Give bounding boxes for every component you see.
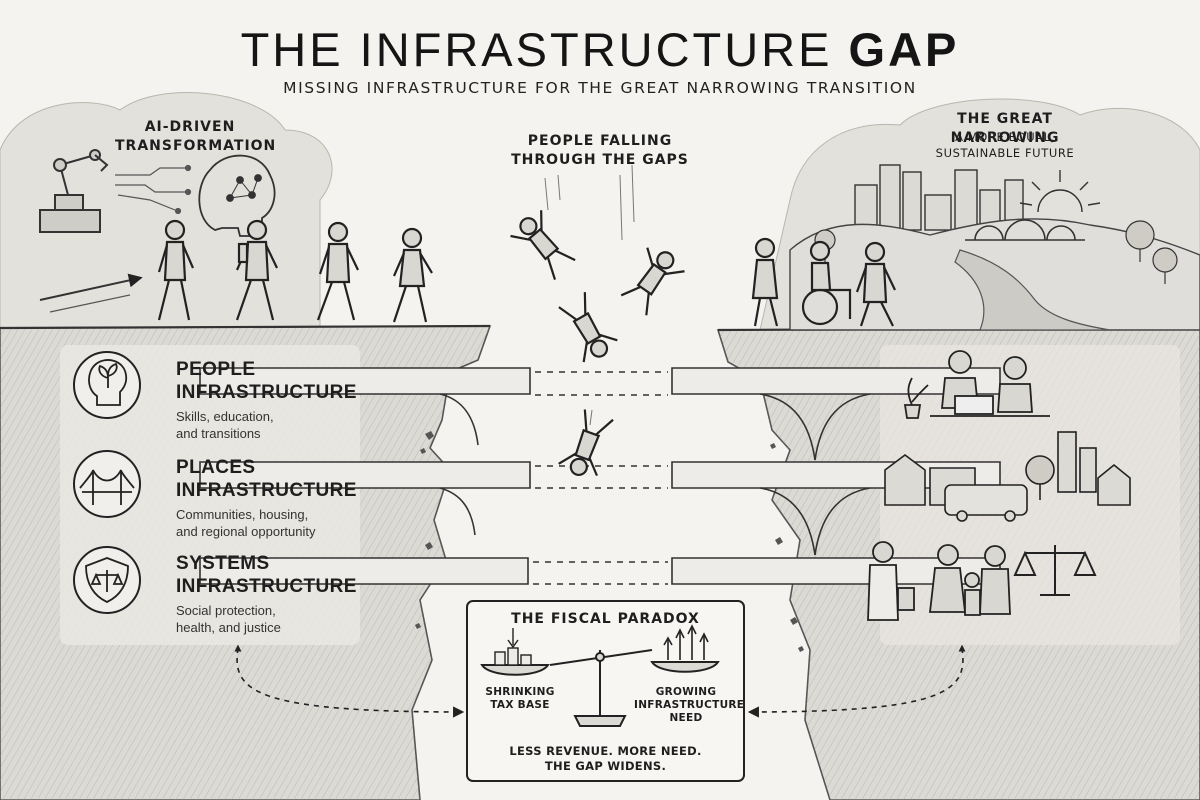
circuit-lines (115, 164, 192, 215)
trees (814, 220, 1178, 284)
bridge-beams-left (199, 367, 531, 585)
page-title: THE INFRASTRUCTURE GAP (0, 22, 1200, 77)
growing-arrows-icon (663, 624, 709, 660)
lane-places: PLACES INFRASTRUCTURE Communities, housi… (176, 456, 376, 540)
page-subtitle: MISSING INFRASTRUCTURE FOR THE GREAT NAR… (283, 79, 917, 97)
left-dashed-arrow (236, 647, 465, 718)
ai-head-icon (198, 154, 276, 237)
arriving-people-group (751, 237, 896, 327)
balance-scale-icon (480, 649, 720, 727)
bridge-icon (79, 469, 135, 505)
fiscal-box-title: THE FISCAL PARADOX (511, 611, 700, 627)
shrinking-tax-base-label: SHRINKING TAX BASE (485, 686, 555, 711)
head-sprout-icon (88, 359, 128, 406)
river (954, 249, 1111, 331)
fiscal-paradox-box (466, 600, 745, 782)
city-skyline (854, 164, 1024, 231)
justice-scales-icon (1013, 545, 1097, 596)
falling-rock-debris (415, 431, 804, 652)
growing-need-label: GROWING INFRASTRUCTURE NEED (634, 686, 745, 724)
motion-arrow (39, 273, 143, 301)
town-scene (884, 431, 1131, 522)
title-emphasis: GAP (848, 23, 960, 76)
lane-systems: SYSTEMS INFRASTRUCTURE Social protection… (176, 552, 376, 636)
robot-arm-icon (39, 149, 109, 233)
fiscal-box-footer: LESS REVENUE. MORE NEED. THE GAP WIDENS. (509, 744, 702, 773)
walking-people-group (157, 219, 433, 323)
sun-icon (1019, 170, 1101, 213)
shrinking-bars-icon (494, 628, 532, 666)
community-scene (867, 541, 1011, 621)
bus-icon (944, 484, 1028, 516)
left-panel-title: AI-DRIVEN TRANSFORMATION (115, 119, 277, 154)
falling-people-label: PEOPLE FALLING THROUGH THE GAPS (511, 133, 689, 168)
wheelchair-user (801, 240, 852, 326)
lane-description: Social protection, health, and justice (176, 603, 281, 635)
right-panel-title: THE GREAT NARROWING (950, 111, 1060, 146)
shield-scales-icon (85, 557, 129, 603)
right-dashed-arrow (747, 647, 964, 718)
motion-streaks (544, 164, 635, 426)
falling-people-group (510, 210, 685, 477)
right-panel-subtitle: A MORE EQUAL, SUSTAINABLE FUTURE (935, 130, 1075, 160)
lane-people: PEOPLE INFRASTRUCTURE Skills, education,… (176, 358, 376, 442)
lane-title: PLACES INFRASTRUCTURE (176, 457, 357, 501)
lane-title: PEOPLE INFRASTRUCTURE (176, 359, 357, 403)
lane-title: SYSTEMS INFRASTRUCTURE (176, 553, 357, 597)
gap-dashed-lines (533, 371, 668, 585)
lane-description: Communities, housing, and regional oppor… (176, 507, 316, 539)
title-main: THE INFRASTRUCTURE (240, 23, 833, 76)
arch-bridge-icon (965, 219, 1085, 241)
lane-description: Skills, education, and transitions (176, 409, 274, 441)
learning-scene (903, 350, 1050, 419)
